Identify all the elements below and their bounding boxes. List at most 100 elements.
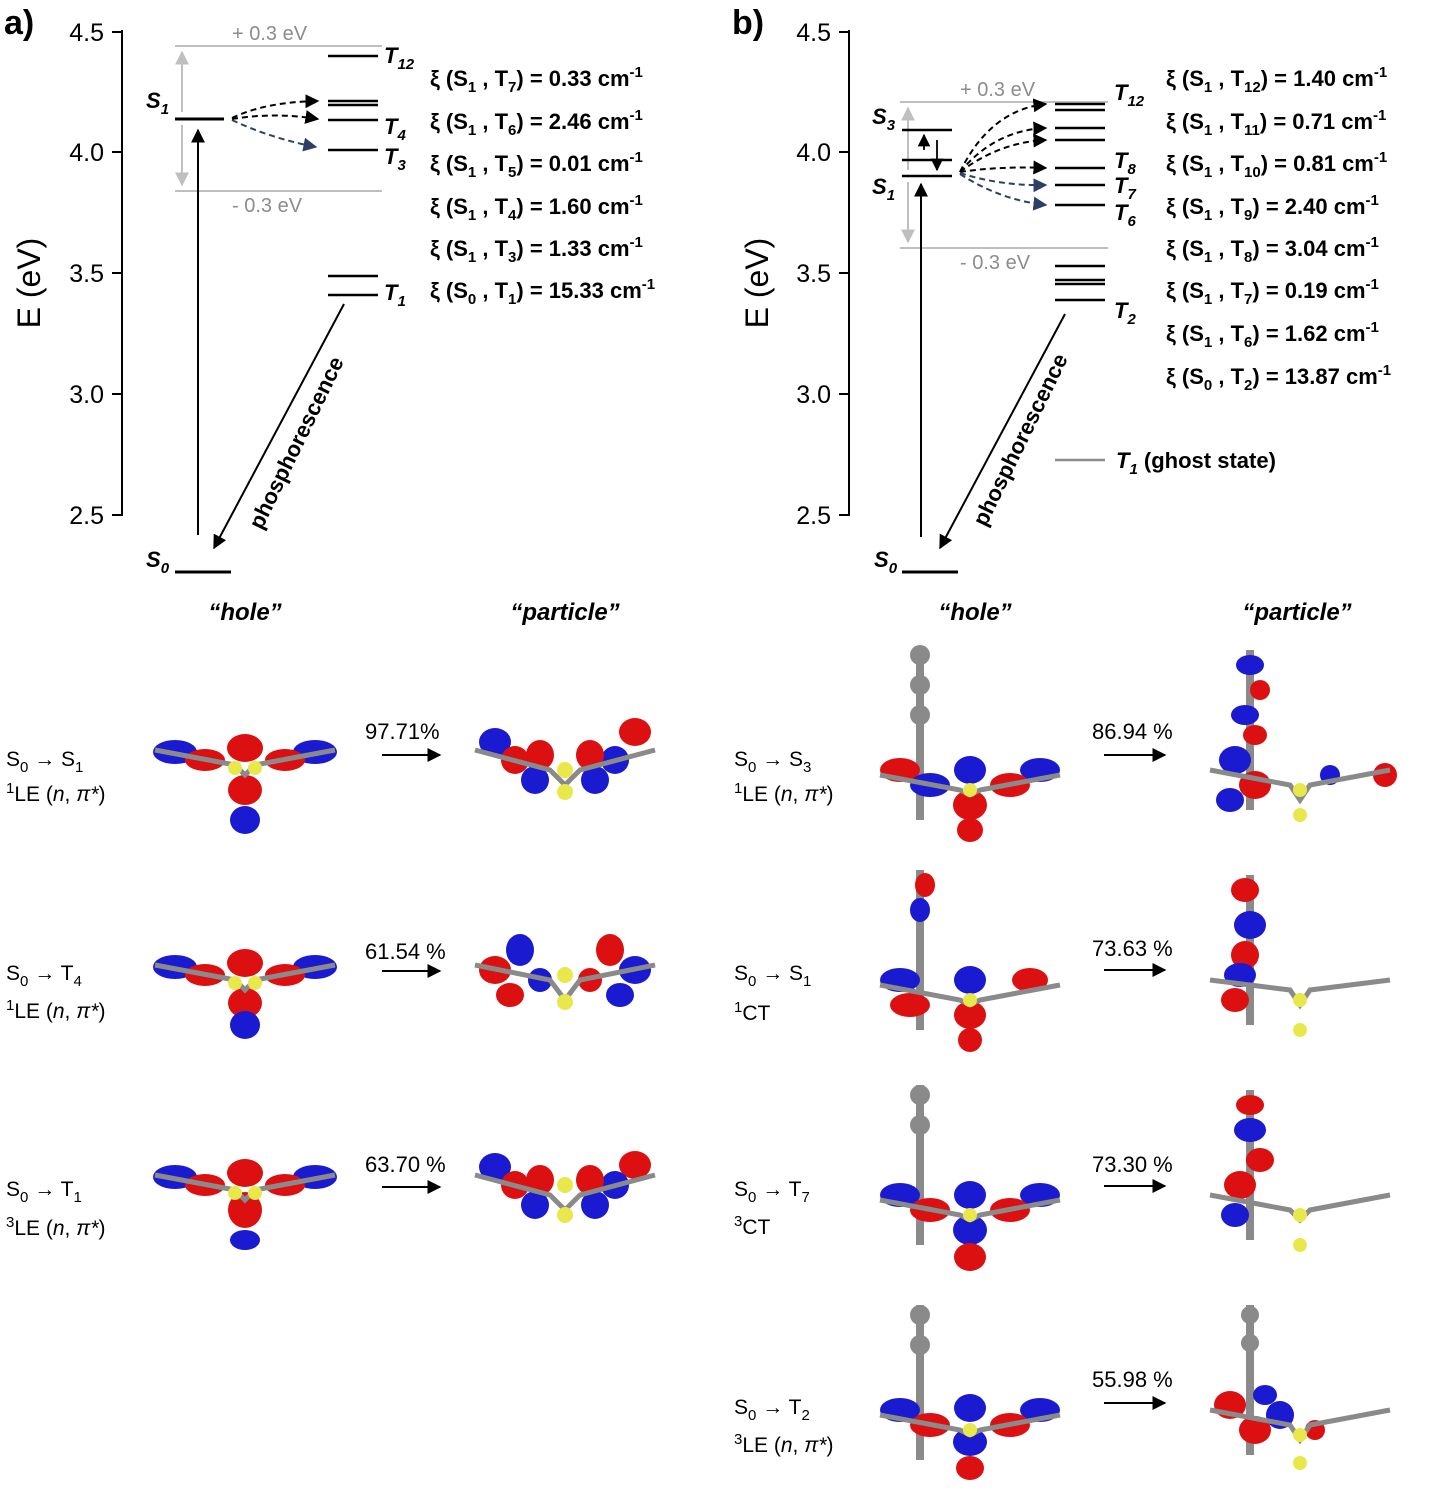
soc-entry: ξ (S1 , T3) = 1.33 cm-1 (430, 234, 643, 266)
state-label-s1: S1 (146, 88, 169, 118)
orbital-render-particle-a1 (474, 718, 656, 800)
state-label-t4: T4 (384, 114, 406, 144)
axis-tick-label: 4.5 (69, 19, 104, 47)
transition-label: S0 → S1 (734, 962, 811, 990)
isc-arrow (231, 110, 320, 124)
window-minus-label: - 0.3 eV (232, 195, 303, 217)
soc-entry: ξ (S1 , T9) = 2.40 cm-1 (1166, 192, 1379, 224)
soc-entry: ξ (S1 , T8) = 3.04 cm-1 (1166, 234, 1379, 266)
axis-tick-label: 3.0 (69, 381, 104, 409)
soc-entry: ξ (S1 , T11) = 0.71 cm-1 (1166, 107, 1386, 139)
soc-entry: ξ (S1 , T12) = 1.40 cm-1 (1166, 64, 1387, 96)
state-label-t2: T2 (1114, 298, 1136, 328)
phosphorescence-arrow (213, 303, 345, 550)
ghost-state-label: T1 (ghost state) (1116, 448, 1276, 478)
soc-entry: ξ (S1 , T10) = 0.81 cm-1 (1166, 149, 1387, 181)
transition-character: 1LE (n, π*) (6, 997, 105, 1023)
state-label-t12: T12 (1114, 80, 1145, 110)
axis-title: E (eV) (11, 238, 47, 329)
transition-label: S0 → T1 (6, 1178, 82, 1206)
isc-arrow (959, 133, 1048, 173)
transition-character: 1LE (n, π*) (734, 780, 833, 806)
isc-arrow (959, 160, 1048, 175)
window-minus-label: - 0.3 eV (960, 252, 1031, 274)
panel-b-axis: 4.5 4.0 3.5 3.0 2.5 E (eV) (739, 19, 850, 530)
axis-tick-label: 3.5 (69, 260, 104, 288)
transition-percentage: 55.98 % (1092, 1367, 1173, 1392)
transition-label: S0 → S1 (6, 748, 83, 776)
soc-entry: ξ (S0 , T1) = 15.33 cm-1 (430, 276, 655, 308)
axis-tick-label: 4.0 (69, 139, 104, 167)
transition-label: S0 → T4 (6, 962, 82, 990)
orbital-render-hole-b2 (879, 870, 1061, 1052)
axis-tick-label: 2.5 (69, 502, 104, 530)
isc-arrow (959, 121, 1048, 173)
transition-label: S0 → T7 (734, 1178, 810, 1206)
state-label-s0: S0 (874, 547, 898, 577)
isc-arrow-blue (231, 119, 318, 152)
panel-b-label: b) (732, 4, 764, 42)
transition-row: S0 → S1 1LE (n, π*) 97.71% (6, 719, 442, 806)
soc-list: ξ (S1 , T12) = 1.40 cm-1 ξ (S1 , T11) = … (1166, 64, 1391, 394)
transition-row: S0 → S1 1CT 73.63 % (734, 936, 1173, 1025)
transition-character: 3LE (n, π*) (734, 1431, 833, 1457)
axis-tick-label: 4.0 (796, 139, 831, 167)
window-plus-label: + 0.3 eV (232, 23, 308, 45)
panel-a: a) 4.5 4.0 3.5 3.0 2.5 E (eV) + 0.3 eV -… (4, 4, 655, 1240)
isc-arrow-blue (959, 172, 1048, 193)
transition-percentage: 73.63 % (1092, 936, 1173, 961)
transition-label: S0 → T2 (734, 1396, 810, 1424)
particle-header: “particle” (510, 599, 619, 626)
transition-row: S0 → T1 3LE (n, π*) 63.70 % (6, 1152, 446, 1240)
orbital-render-hole-b4 (879, 1305, 1061, 1480)
transition-character: 3CT (734, 1213, 771, 1239)
state-label-t6: T6 (1114, 200, 1136, 230)
orbital-render-hole-a1 (153, 734, 337, 834)
soc-entry: ξ (S1 , T7) = 0.33 cm-1 (430, 64, 643, 96)
orbital-render-hole-a3 (153, 1159, 337, 1250)
isc-arrow (959, 98, 1048, 173)
transition-percentage: 63.70 % (365, 1152, 446, 1177)
axis-title: E (eV) (739, 238, 775, 329)
transition-percentage: 97.71% (365, 719, 440, 744)
phosphorescence-label: phosphorescence (968, 350, 1073, 530)
soc-entry: ξ (S0 , T2) = 13.87 cm-1 (1166, 362, 1391, 394)
particle-header: “particle” (1242, 599, 1351, 626)
orbital-render-particle-b3 (1209, 1090, 1391, 1252)
state-label-s0: S0 (146, 547, 170, 577)
axis-tick-label: 2.5 (796, 502, 831, 530)
isc-arrow (231, 94, 320, 119)
orbital-render-particle-a2 (474, 934, 656, 1010)
transition-row: S0 → T7 3CT 73.30 % (734, 1152, 1173, 1239)
transition-label: S0 → S3 (734, 748, 811, 776)
transition-row: S0 → S3 1LE (n, π*) 86.94 % (734, 719, 1173, 806)
soc-entry: ξ (S1 , T6) = 1.62 cm-1 (1166, 319, 1379, 351)
transition-row: S0 → T4 1LE (n, π*) 61.54 % (6, 939, 446, 1023)
state-label-t3: T3 (384, 144, 406, 174)
transition-character: 1LE (n, π*) (6, 780, 105, 806)
state-label-t8: T8 (1114, 148, 1136, 178)
axis-tick-label: 4.5 (796, 19, 831, 47)
hole-header: “hole” (938, 599, 1011, 626)
transition-percentage: 86.94 % (1092, 719, 1173, 744)
state-label-t7: T7 (1114, 173, 1136, 203)
panel-a-label: a) (4, 4, 34, 42)
transition-percentage: 73.30 % (1092, 1152, 1173, 1177)
window-plus-label: + 0.3 eV (960, 79, 1036, 101)
orbital-render-particle-a3 (474, 1151, 656, 1223)
phosphorescence-arrow (939, 313, 1066, 550)
axis-tick-label: 3.0 (796, 381, 831, 409)
soc-entry: ξ (S1 , T4) = 1.60 cm-1 (430, 192, 643, 224)
transition-row: S0 → T2 3LE (n, π*) 55.98 % (734, 1367, 1173, 1457)
isc-arrow-blue (959, 173, 1048, 211)
transition-percentage: 61.54 % (365, 939, 446, 964)
orbital-render-particle-b4 (1209, 1305, 1391, 1470)
orbital-render-particle-b1 (1209, 650, 1397, 822)
soc-list: ξ (S1 , T7) = 0.33 cm-1 ξ (S1 , T6) = 2.… (430, 64, 655, 308)
panel-b: b) 4.5 4.0 3.5 3.0 2.5 E (eV) + 0.3 eV -… (732, 4, 1391, 1457)
panel-a-axis: 4.5 4.0 3.5 3.0 2.5 E (eV) (11, 19, 123, 530)
transition-character: 3LE (n, π*) (6, 1214, 105, 1240)
phosphorescence-label: phosphorescence (244, 353, 349, 533)
soc-entry: ξ (S1 , T5) = 0.01 cm-1 (430, 149, 643, 181)
